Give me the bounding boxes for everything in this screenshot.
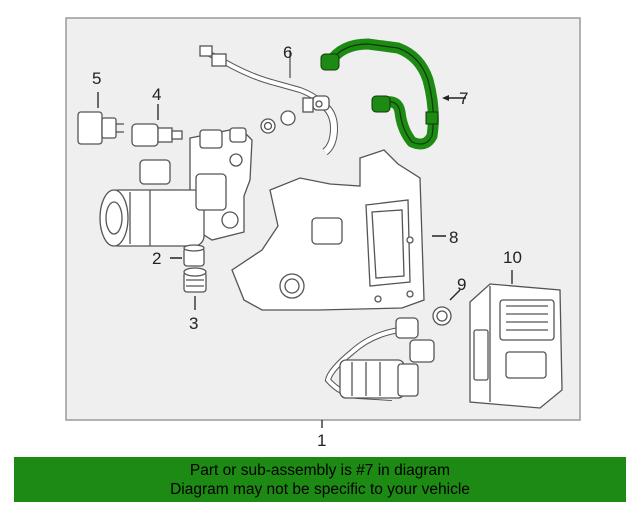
wiring-harness[interactable] [324,317,435,401]
callout-5: 5 [92,69,101,88]
part-info-banner: Part or sub-assembly is #7 in diagram Di… [14,457,626,502]
part-8-bracket[interactable] [231,149,446,311]
banner-line-1: Part or sub-assembly is #7 in diagram [189,461,451,479]
part-9-grommet[interactable] [432,289,461,326]
callout-2: 2 [152,249,161,268]
callout-8: 8 [449,228,458,247]
part-10-control-module[interactable] [469,270,563,409]
part-2-cap[interactable] [170,244,205,267]
callout-10: 10 [503,248,522,267]
part-7-hose-assembly[interactable] [320,38,466,150]
motor-pump-assembly[interactable] [99,127,253,247]
callout-3: 3 [189,314,198,333]
banner-line-2: Diagram may not be specific to your vehi… [170,480,470,498]
part-3-filter[interactable] [183,267,207,310]
part-6-brake-pipe[interactable] [199,45,339,156]
part-5-connector[interactable] [77,92,124,145]
part-4-sensor[interactable] [131,104,183,147]
parts-diagram: 1 2 3 4 5 6 7 8 9 10 [65,17,581,450]
callout-9: 9 [457,275,466,294]
callout-4: 4 [152,85,161,104]
callout-7: 7 [459,89,468,108]
callout-6: 6 [283,43,292,62]
callout-1: 1 [317,431,326,450]
